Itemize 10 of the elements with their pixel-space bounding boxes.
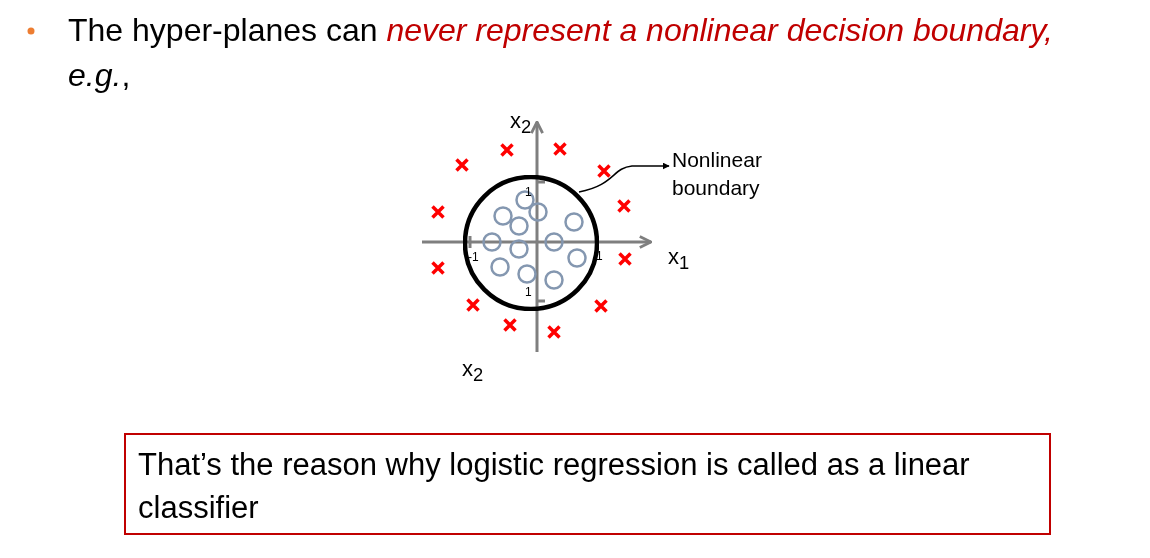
tick-label: -1 <box>468 251 479 265</box>
axis-label: x$_{2}$ <box>510 108 532 138</box>
nonlinear-boundary-label: Nonlinear boundary <box>672 146 782 202</box>
tick-label: 1 <box>525 286 532 300</box>
axis-label: x$_{1}$ <box>668 244 690 274</box>
callout-box: That’s the reason why logistic regression is called as a linear classifier <box>124 433 1051 535</box>
leader-line <box>578 162 670 193</box>
tick-label: 1 <box>525 186 532 200</box>
bullet-text: The hyper-planes can never represent a nonlinear decision boundary, e.g., <box>68 11 1054 95</box>
axis-label: x$_{2}$ <box>462 356 484 386</box>
